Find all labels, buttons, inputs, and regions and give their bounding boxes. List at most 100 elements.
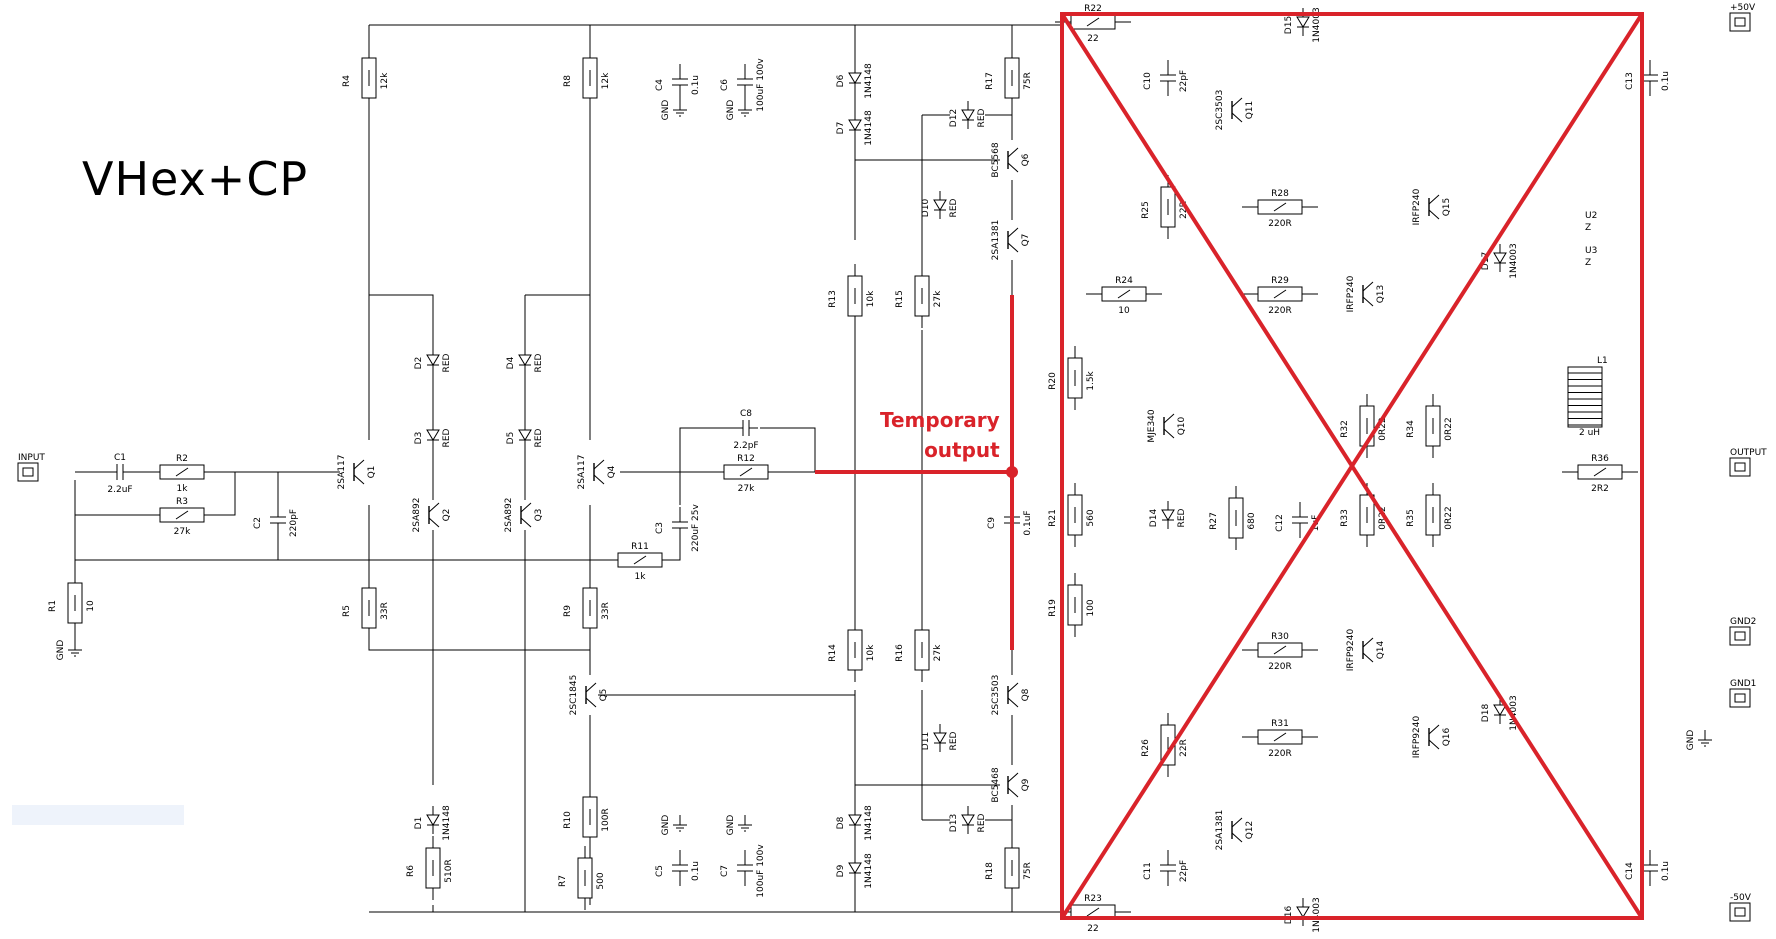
resistor-ref: R14 <box>828 644 838 662</box>
diode-value: 1N4003 <box>1312 7 1322 42</box>
wire <box>760 427 816 472</box>
inductor-value: 2 uH <box>1579 428 1600 438</box>
diode-value: 1N4148 <box>864 63 874 99</box>
diode-ref: D14 <box>1149 509 1159 528</box>
transistor-ref: Q11 <box>1245 101 1255 120</box>
capacitor-ref: C12 <box>1275 514 1285 532</box>
diode-value: RED <box>442 353 452 372</box>
transistor-value: 2SA892 <box>504 498 514 533</box>
resistor-ref: R19 <box>1048 599 1058 617</box>
capacitor-c12: C121uF <box>1275 502 1321 538</box>
resistor-value: 500 <box>596 872 606 889</box>
resistor-value: 22R <box>1179 201 1189 219</box>
resistor-value: 22 <box>1087 924 1098 934</box>
port-plus50v: +50V <box>1729 3 1756 32</box>
temporary-output-node <box>1006 466 1018 478</box>
resistor-value: 10k <box>866 290 876 307</box>
transistor-value: BC5568 <box>991 142 1001 177</box>
port-label: +50V <box>1730 3 1756 13</box>
transistor-ref: Q3 <box>534 509 544 522</box>
diode-ref: D6 <box>836 74 846 87</box>
ground-symbol: GND <box>56 640 82 660</box>
resistor-ref: R3 <box>176 497 188 507</box>
capacitor-value: 0.1uF <box>1023 510 1033 535</box>
capacitor-value: 220uF 25v <box>691 503 701 551</box>
resistor-r13: R13 10k <box>828 264 876 328</box>
resistor-ref: R24 <box>1115 276 1133 286</box>
resistor-value: 75R <box>1023 72 1033 90</box>
ground-label: GND <box>1686 730 1696 751</box>
resistor-ref: R32 <box>1340 420 1350 438</box>
port-gnd1: GND1 <box>1729 679 1756 708</box>
resistor-value: 220R <box>1268 749 1291 759</box>
resistor-value: 0R22 <box>1444 417 1454 440</box>
transistor-value: IRFP240 <box>1412 188 1422 225</box>
resistor-ref: R18 <box>985 862 995 880</box>
port-label: -50V <box>1730 893 1752 903</box>
transistor-ref: Q8 <box>1021 688 1031 701</box>
transistor-value: IRFP9240 <box>1346 629 1356 672</box>
ground-symbol: GND <box>1686 730 1712 751</box>
resistor-ref: R15 <box>895 290 905 308</box>
resistor-ref: R12 <box>737 454 755 464</box>
diode-d6: D6 1N4148 <box>836 63 874 99</box>
transistor-ref: Q9 <box>1021 778 1031 791</box>
annotation-line-1: Temporary <box>880 408 1000 432</box>
capacitor-value: 100uF 100v <box>756 844 766 898</box>
diode-value: 1N4003 <box>1509 695 1519 730</box>
temporary-output-annotation: Temporary output <box>880 405 1000 465</box>
resistor-value: 27k <box>174 527 191 537</box>
ground-label: GND <box>661 815 671 836</box>
capacitor-ref: C9 <box>987 517 997 529</box>
diode-value: RED <box>977 108 987 127</box>
ground-symbol: GND <box>726 100 752 120</box>
diode-ref: D16 <box>1284 906 1294 925</box>
wire <box>660 540 681 561</box>
resistor-ref: R23 <box>1084 894 1102 904</box>
diode-ref: D8 <box>836 816 846 829</box>
resistor-r3: R3 27k <box>144 497 220 537</box>
diode-value: RED <box>534 428 544 447</box>
capacitor-value: 22pF <box>1179 860 1189 882</box>
resistor-r23: R23 22 <box>1055 894 1131 934</box>
diode-value: 1N4148 <box>864 110 874 146</box>
resistor-ref: R26 <box>1141 739 1151 757</box>
diode-ref: D18 <box>1481 704 1491 723</box>
ground-symbol: GND <box>661 100 687 120</box>
resistor-value: 22 <box>1087 34 1098 44</box>
resistor-ref: R13 <box>828 290 838 308</box>
diode-ref: D3 <box>414 432 424 445</box>
transistor-ref: Q10 <box>1177 416 1187 435</box>
capacitor-value: 0.1u <box>691 75 701 95</box>
transistor-value: IRFP240 <box>1346 275 1356 312</box>
misc-label: Z <box>1585 258 1591 268</box>
transistor-ref: Q14 <box>1376 640 1386 659</box>
resistor-value: 1.5k <box>1086 370 1096 390</box>
